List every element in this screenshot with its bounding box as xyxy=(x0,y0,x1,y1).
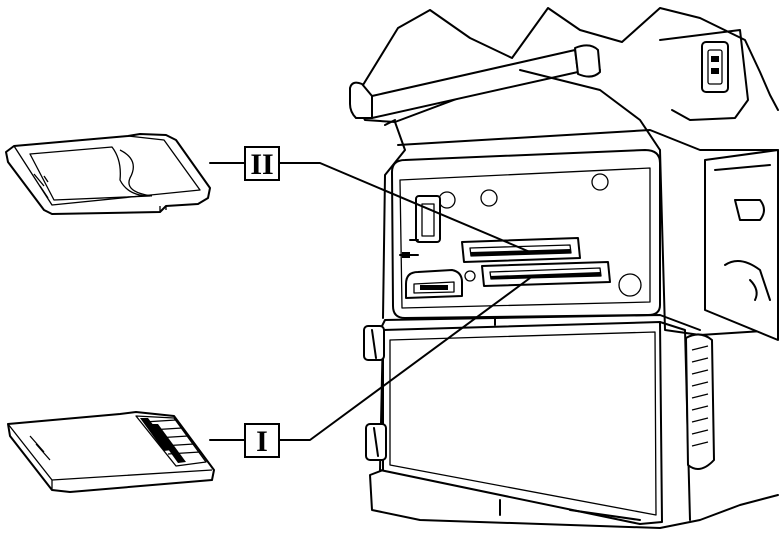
slot-cover-door xyxy=(363,314,779,529)
memory-card-ii xyxy=(5,133,211,215)
memory-card-slot-ii xyxy=(461,237,581,263)
callout-ii-label: II xyxy=(250,148,273,181)
card-slot-panel xyxy=(391,149,661,319)
callout-i-label: I xyxy=(256,425,268,458)
memory-card-i xyxy=(7,411,215,493)
callout-leaders xyxy=(209,162,531,441)
callout-ii-box xyxy=(244,146,280,181)
hdmi-port xyxy=(405,269,463,299)
memory-card-slot-i xyxy=(481,261,611,287)
callout-ii: II xyxy=(244,146,280,181)
callout-i-box xyxy=(244,423,280,458)
camera-body xyxy=(349,7,779,341)
callout-i: I xyxy=(244,423,280,458)
